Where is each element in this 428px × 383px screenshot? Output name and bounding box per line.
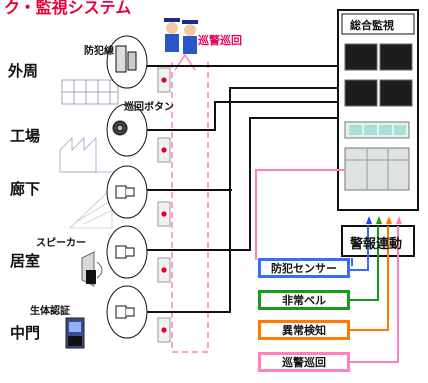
signal-lines: [147, 65, 345, 313]
area-label-middle-gate: 中門: [10, 324, 41, 342]
factory-image: [59, 137, 118, 173]
sensor-label-outer: 防犯線: [84, 46, 114, 57]
legend-patrol: 巡警巡回: [258, 352, 350, 372]
sensor-label-room: スピーカー: [36, 238, 86, 249]
patrol-arrow: [174, 53, 196, 71]
patrol-route: [171, 62, 209, 353]
speaker-image: [81, 251, 103, 287]
area-label-factory: 工場: [10, 127, 41, 145]
alarm-title: 警報連動: [350, 237, 403, 252]
legend-security-sensor: 防犯センサー: [258, 258, 350, 278]
sensor-icons: [112, 45, 137, 319]
patrol-buttons: [157, 67, 171, 343]
sensor-label-middle-gate: 生体認証: [30, 306, 70, 317]
alarm-arrows: [366, 216, 402, 224]
monitoring-center: [337, 9, 419, 211]
corridor-image: [69, 187, 113, 229]
guards-icon: [164, 18, 198, 54]
area-label-room: 居室: [10, 252, 41, 270]
monitor-title: 総合監視: [350, 19, 394, 32]
sensor-ovals: [106, 35, 148, 339]
legend-anomaly-detection: 異常検知: [258, 320, 350, 340]
area-label-outer: 外周: [8, 62, 39, 80]
patrol-label: 巡警巡回: [198, 34, 242, 47]
area-label-corridor: 廊下: [10, 180, 41, 198]
biometric-device-image: [65, 317, 85, 349]
sensor-label-factory: 巡回ボタン: [124, 102, 174, 113]
legend-emergency-bell: 非常ベル: [258, 290, 350, 310]
feedback-lines: [255, 169, 399, 363]
fence-image: [61, 79, 119, 105]
page-title: ク・監視システム: [4, 0, 132, 17]
